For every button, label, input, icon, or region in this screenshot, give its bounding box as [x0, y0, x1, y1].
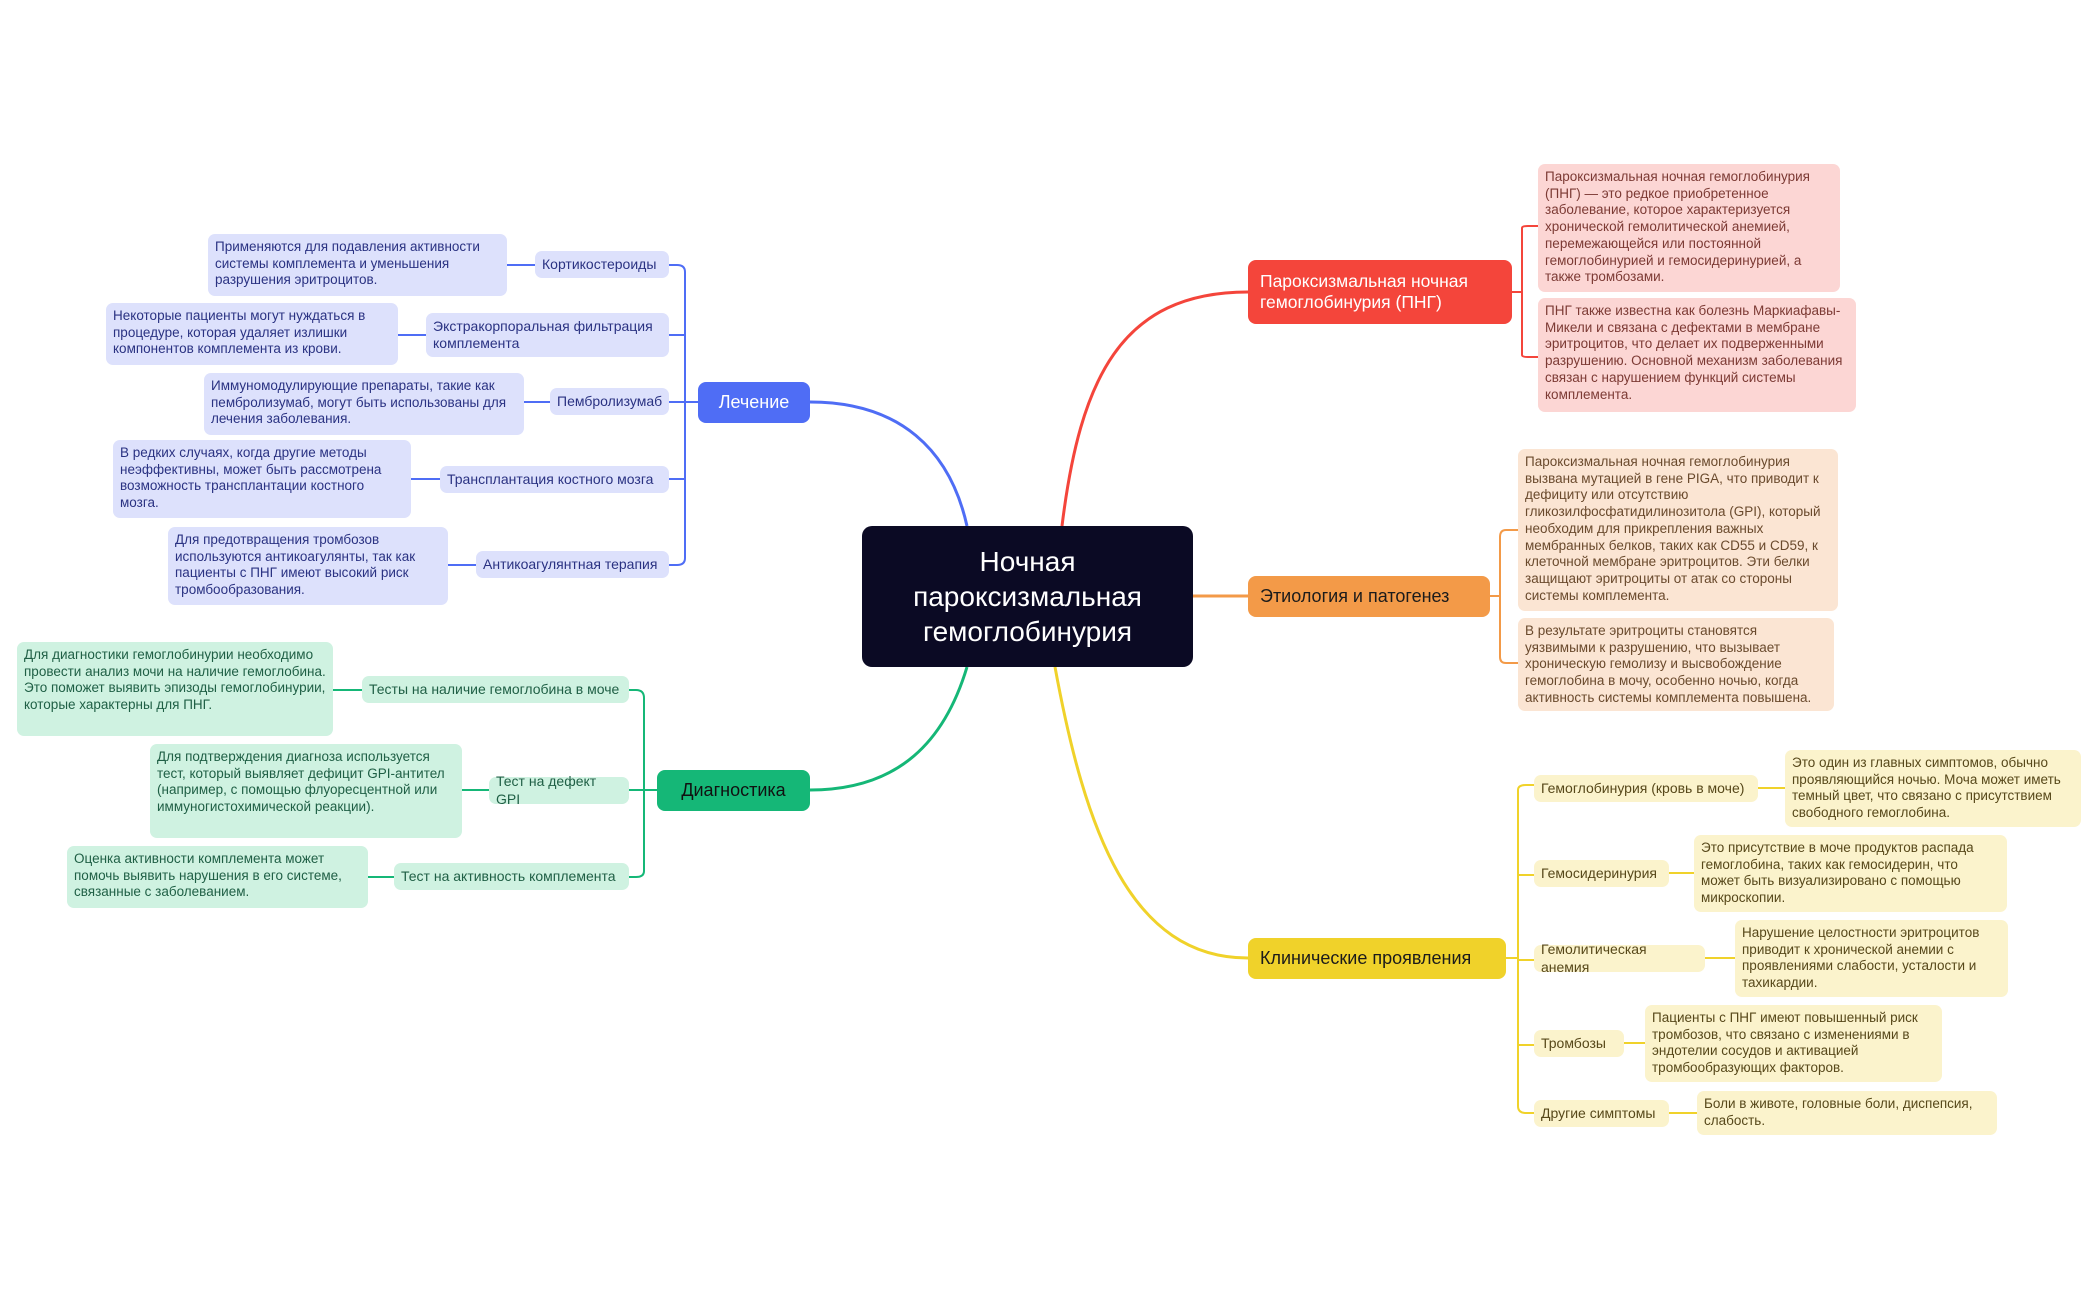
topic-treatment[interactable]: Лечение	[698, 382, 810, 423]
link-root-clinical	[1053, 666, 1249, 960]
link-root-definition	[1060, 290, 1249, 527]
treatment-note-anticoagulant-therapy[interactable]: Для предотвращения тромбозов используютс…	[168, 527, 448, 605]
treatment-item-bone-marrow-transplant[interactable]: Трансплантация костного мозга	[440, 466, 669, 493]
diagnostics-item-urine-hemoglobin-test[interactable]: Тесты на наличие гемоглобина в моче	[362, 676, 629, 703]
note-definition-2[interactable]: ПНГ также известна как болезнь Маркиафав…	[1538, 298, 1856, 412]
link-root-treatment	[809, 400, 969, 527]
diagnostics-item-complement-activity-test[interactable]: Тест на активность комплемента	[394, 863, 629, 890]
topic-diagnostics[interactable]: Диагностика	[657, 770, 810, 811]
link-root-diagnostics	[809, 666, 969, 792]
note-etiology-1[interactable]: Пароксизмальная ночная гемоглобинурия вы…	[1518, 449, 1838, 611]
diagnostics-note-complement-activity-test[interactable]: Оценка активности комплемента может помо…	[67, 846, 368, 908]
topic-clinical[interactable]: Клинические проявления	[1248, 938, 1506, 979]
clinical-item-other-symptoms[interactable]: Другие симптомы	[1534, 1100, 1669, 1127]
clinical-note-hemolytic-anemia[interactable]: Нарушение целостности эритроцитов привод…	[1735, 920, 2008, 997]
treatment-item-anticoagulant-therapy[interactable]: Антикоагулянтная терапия	[476, 551, 669, 578]
topic-etiology[interactable]: Этиология и патогенез	[1248, 576, 1490, 617]
treatment-item-extracorporeal-filtration[interactable]: Экстракорпоральная фильтрация комплемент…	[426, 313, 669, 357]
note-etiology-2[interactable]: В результате эритроциты становятся уязви…	[1518, 618, 1834, 711]
clinical-item-hemoglobinuria[interactable]: Гемоглобинурия (кровь в моче)	[1534, 775, 1758, 802]
clinical-note-thromboses[interactable]: Пациенты с ПНГ имеют повышенный риск тро…	[1645, 1005, 1942, 1082]
clinical-item-hemolytic-anemia[interactable]: Гемолитическая анемия	[1534, 941, 1705, 975]
treatment-item-corticosteroids[interactable]: Кортикостероиды	[535, 251, 669, 278]
treatment-note-extracorporeal-filtration[interactable]: Некоторые пациенты могут нуждаться в про…	[106, 303, 398, 365]
clinical-item-thromboses[interactable]: Тромбозы	[1534, 1030, 1624, 1057]
treatment-note-corticosteroids[interactable]: Применяются для подавления активности си…	[208, 234, 507, 296]
diagnostics-note-gpi-defect-test[interactable]: Для подтверждения диагноза используется …	[150, 744, 462, 838]
treatment-note-bone-marrow-transplant[interactable]: В редких случаях, когда другие методы не…	[113, 440, 411, 518]
treatment-note-pembrolizumab[interactable]: Иммуномодулирующие препараты, такие как …	[204, 373, 524, 435]
treatment-item-pembrolizumab[interactable]: Пембролизумаб	[550, 388, 669, 415]
clinical-note-hemosiderinuria[interactable]: Это присутствие в моче продуктов распада…	[1694, 835, 2007, 912]
topic-definition[interactable]: Пароксизмальная ночная гемоглобинурия (П…	[1248, 260, 1512, 324]
clinical-item-hemosiderinuria[interactable]: Гемосидеринурия	[1534, 860, 1669, 887]
clinical-note-other-symptoms[interactable]: Боли в животе, головные боли, диспепсия,…	[1697, 1091, 1997, 1135]
diagnostics-note-urine-hemoglobin-test[interactable]: Для диагностики гемоглобинурии необходим…	[17, 642, 333, 736]
note-definition-1[interactable]: Пароксизмальная ночная гемоглобинурия (П…	[1538, 164, 1840, 292]
central-topic[interactable]: Ночная пароксизмальная гемоглобинурия	[862, 526, 1193, 667]
clinical-note-hemoglobinuria[interactable]: Это один из главных симптомов, обычно пр…	[1785, 750, 2081, 827]
diagnostics-item-gpi-defect-test[interactable]: Тест на дефект GPI	[489, 773, 629, 807]
